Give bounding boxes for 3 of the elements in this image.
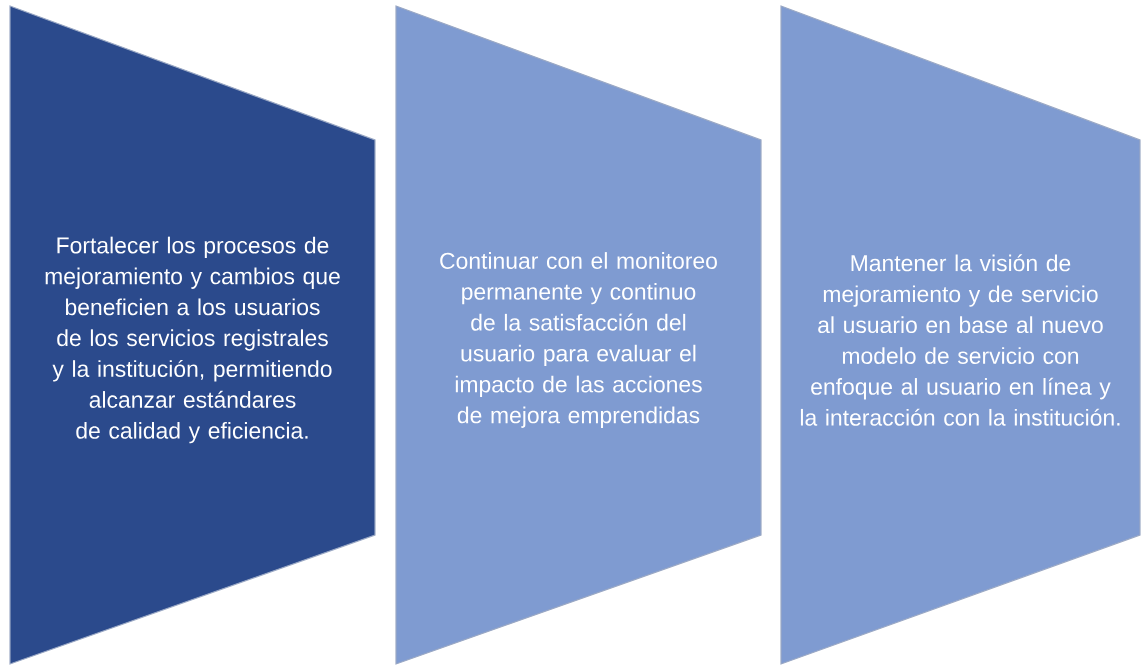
chevron-box: Mantener la visión de mejoramiento y de servicio al usuario en base al nuevo modelo de servicio con enfoque al usuario en línea y la interacción con la institución. [780,5,1141,665]
chevron-box: Fortalecer los procesos de mejoramiento y cambios que beneficien a los usuarios de los servicios registrales y la institución, permitiendo alcanzar estándares de calidad y eficiencia. [9,5,376,665]
chevron-box: Continuar con el monitoreo permanente y continuo de la satisfacción del usuario para evaluar el impacto de las acciones de mejora emprendidas [395,5,762,665]
